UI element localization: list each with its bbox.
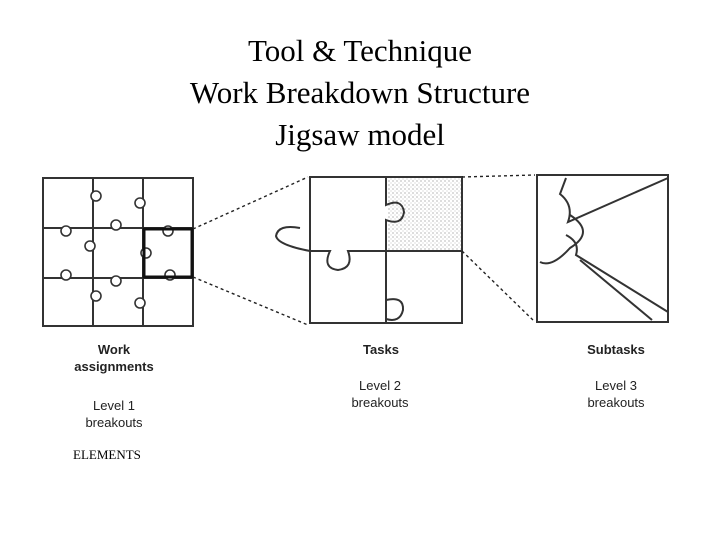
level3-line2: breakouts — [587, 395, 645, 410]
level1-line1: Level 1 — [93, 398, 135, 413]
level2-line1: Level 2 — [359, 378, 401, 393]
work-assignments-caption: Work assignments — [66, 341, 162, 375]
slide-title: Tool & Technique Work Breakdown Structur… — [0, 30, 720, 156]
level2-line2: breakouts — [351, 395, 409, 410]
level1-puzzle-grid — [42, 177, 194, 327]
title-line-2: Work Breakdown Structure — [189, 75, 531, 110]
work-assignments-line2: assignments — [74, 359, 154, 374]
title-line-3: Jigsaw model — [275, 117, 445, 152]
work-assignments-line1: Work — [97, 342, 131, 357]
level3-puzzle — [536, 174, 669, 323]
title-line-1: Tool & Technique — [247, 33, 473, 68]
level1-highlight-piece — [142, 227, 194, 279]
level1-caption: Level 1 breakouts — [74, 397, 154, 431]
subtasks-caption: Subtasks — [587, 342, 645, 357]
level2-caption: Level 2 breakouts — [340, 377, 420, 411]
connector-lines-1 — [192, 176, 309, 326]
level3-line1: Level 3 — [595, 378, 637, 393]
connector-lines-2 — [461, 174, 536, 323]
tasks-caption: Tasks — [363, 342, 399, 357]
elements-label: ELEMENTS — [73, 447, 141, 462]
level3-caption: Level 3 breakouts — [576, 377, 656, 411]
level2-puzzle — [274, 176, 463, 324]
level1-line2: breakouts — [85, 415, 143, 430]
